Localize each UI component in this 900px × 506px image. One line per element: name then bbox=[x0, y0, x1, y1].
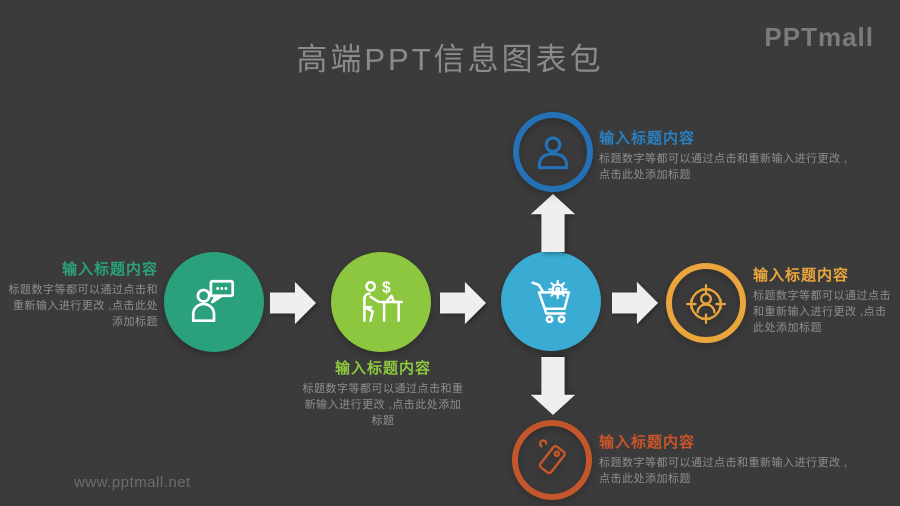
salesman-desk-dollar-icon: $ bbox=[362, 280, 404, 322]
step1-node bbox=[164, 252, 264, 352]
step1-textblock: 输入标题内容 标题数字等都可以通过点击和重新输入进行更改 ,点击此处添加标题 bbox=[4, 258, 158, 331]
user-chat-icon bbox=[191, 279, 235, 323]
branch-right-textblock: 输入标题内容 标题数字等都可以通过点击和重新输入进行更改 ,点击此处添加标题 bbox=[753, 264, 897, 337]
branch-right-title: 输入标题内容 bbox=[753, 267, 850, 284]
step2-textblock: 输入标题内容 标题数字等都可以通过点击和重新输入进行更改 ,点击此处添加标题 bbox=[302, 357, 464, 430]
cart-gear-icon bbox=[531, 279, 571, 324]
branch-top-desc: 标题数字等都可以通过点击和重新输入进行更改 ,点击此处添加标题 bbox=[599, 153, 848, 181]
branch-top-title: 输入标题内容 bbox=[599, 130, 696, 147]
branch-bottom-textblock: 输入标题内容 标题数字等都可以通过点击和重新输入进行更改 ,点击此处添加标题 bbox=[599, 431, 859, 488]
branch-right-node bbox=[666, 263, 746, 343]
step1-title: 输入标题内容 bbox=[61, 261, 158, 278]
hub-node bbox=[501, 251, 601, 351]
branch-bottom-desc: 标题数字等都可以通过点击和重新输入进行更改 ,点击此处添加标题 bbox=[599, 457, 848, 485]
branch-top-node bbox=[513, 112, 593, 192]
branch-bottom-title: 输入标题内容 bbox=[599, 434, 696, 451]
step2-title: 输入标题内容 bbox=[334, 360, 431, 377]
arrow-right-icon bbox=[612, 281, 658, 325]
user-icon bbox=[537, 136, 569, 170]
branch-right-desc: 标题数字等都可以通过点击和重新输入进行更改 ,点击此处添加标题 bbox=[753, 290, 891, 334]
brand-logo: PPTmall bbox=[764, 22, 874, 52]
watermark-url: www.pptmall.net bbox=[74, 474, 191, 491]
step2-desc: 标题数字等都可以通过点击和重新输入进行更改 ,点击此处添加标题 bbox=[302, 383, 464, 427]
svg-text:$: $ bbox=[382, 280, 391, 297]
arrow-down-icon bbox=[530, 357, 576, 415]
price-tag-icon bbox=[538, 439, 566, 475]
step2-node: $ bbox=[331, 252, 431, 352]
branch-bottom-node bbox=[512, 420, 592, 500]
arrow-right-icon bbox=[270, 281, 316, 325]
arrow-up-icon bbox=[530, 194, 576, 252]
step1-desc: 标题数字等都可以通过点击和重新输入进行更改 ,点击此处添加标题 bbox=[8, 284, 158, 328]
arrow-right-icon bbox=[440, 281, 486, 325]
page-title: 高端PPT信息图表包 bbox=[296, 42, 604, 77]
target-user-icon bbox=[686, 284, 726, 325]
branch-top-textblock: 输入标题内容 标题数字等都可以通过点击和重新输入进行更改 ,点击此处添加标题 bbox=[599, 127, 851, 184]
